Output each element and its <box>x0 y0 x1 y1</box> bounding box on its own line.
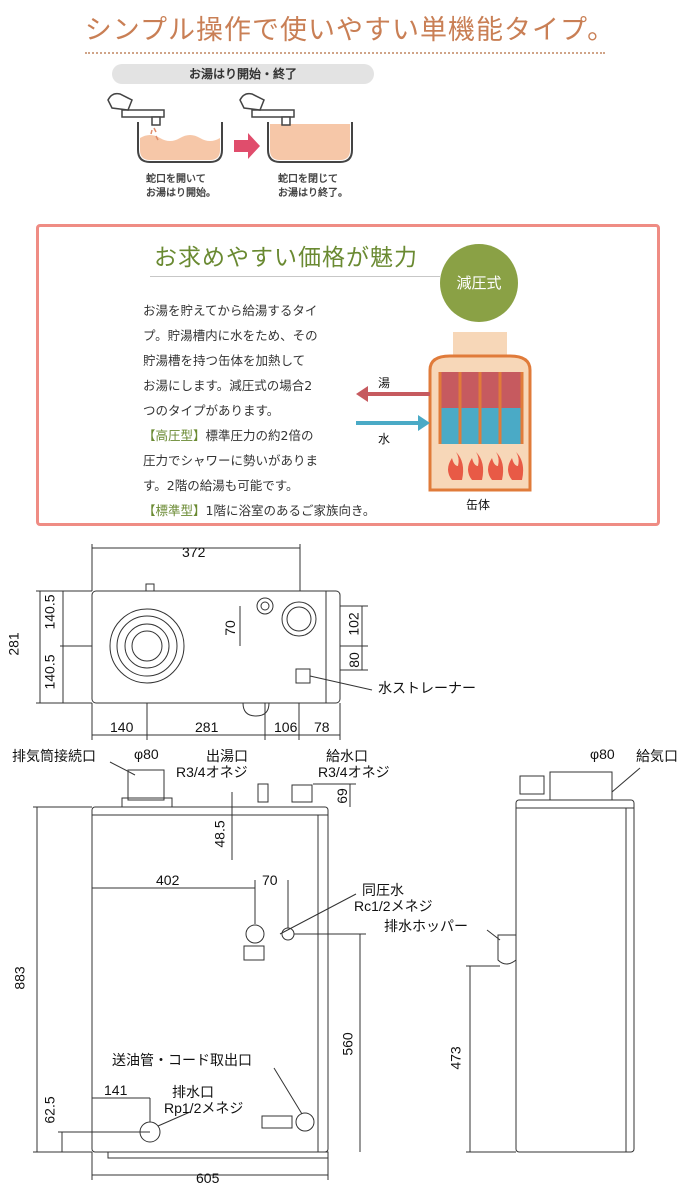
feature-text: お湯を貯えてから給湯するタイ プ。貯湯槽内に水をため、その 貯湯槽を持つ缶体を加… <box>143 298 413 523</box>
water-in-label: 給水口 <box>326 748 368 764</box>
text-line: つのタイプがあります。 <box>143 403 280 418</box>
text-line: 貯湯槽を持つ缶体を加熱して <box>143 353 306 368</box>
flame-icon <box>448 452 524 480</box>
dim-102: 102 <box>345 612 362 636</box>
hot-label: 湯 <box>378 376 391 390</box>
dim-140-b: 140.5 <box>41 654 58 690</box>
dim-605: 605 <box>196 1170 220 1186</box>
dim-402: 402 <box>156 872 180 888</box>
dim-141: 141 <box>104 1082 128 1098</box>
dim-372: 372 <box>182 544 206 560</box>
drain-label: 排水口 <box>172 1084 214 1100</box>
phi80-front: φ80 <box>134 746 159 762</box>
high-line: 圧力でシャワーに勢いがありま <box>143 453 319 468</box>
badge-reduced-pressure: 減圧式 <box>440 244 518 322</box>
hot-out-label: 出湯口 <box>206 748 248 764</box>
text-line: プ。貯湯槽内に水をため、その <box>143 328 318 343</box>
high-line: 標準圧力の約2倍の <box>205 428 314 443</box>
feature-box <box>36 224 660 526</box>
dim-62: 62.5 <box>41 1096 58 1124</box>
dim-140-h: 140 <box>110 719 134 735</box>
strainer-label: 水ストレーナー <box>378 680 476 696</box>
dim-281-h: 281 <box>195 719 219 735</box>
heading-underline <box>150 276 440 277</box>
cold-label: 水 <box>378 432 391 446</box>
cord-label: 送油管・コード取出口 <box>112 1052 252 1068</box>
water-in-thread: R3/4オネジ <box>318 764 390 780</box>
phi80-side: φ80 <box>590 746 615 762</box>
standard-tag: 【標準型】 <box>143 503 206 518</box>
operation-label: お湯はり開始・終了 <box>112 64 374 84</box>
dim-106: 106 <box>274 719 298 735</box>
bathtub-empty-icon <box>107 92 223 163</box>
dim-883: 883 <box>11 966 28 990</box>
step2-line2: お湯はり終了。 <box>278 188 348 199</box>
air-in-label: 給気口 <box>636 748 678 764</box>
dim-473: 473 <box>447 1046 464 1070</box>
dim-69: 69 <box>333 788 350 804</box>
page-title: シンプル操作で使いやすい単機能タイプ。 <box>84 15 616 46</box>
dim-560: 560 <box>339 1032 356 1056</box>
dim-48: 48.5 <box>211 820 228 848</box>
step1-line2: お湯はり開始。 <box>146 188 216 199</box>
dim-70-top: 70 <box>221 620 238 636</box>
hot-out-thread: R3/4オネジ <box>176 764 248 780</box>
tank-diagram <box>356 332 532 492</box>
text-line: お湯を貯えてから給湯するタイ <box>143 303 318 318</box>
title-divider <box>85 52 605 54</box>
front-view-drawing <box>33 761 366 1180</box>
side-view-drawing <box>466 767 641 1153</box>
exhaust-label: 排気筒接続口 <box>12 748 96 764</box>
high-pressure-tag: 【高圧型】 <box>143 428 206 443</box>
arrow-right-icon <box>234 133 260 159</box>
dim-80: 80 <box>345 652 362 668</box>
text-line: お湯にします。減圧式の場合2 <box>143 378 313 393</box>
dim-140-a: 140.5 <box>41 594 58 630</box>
dim-281-v: 281 <box>5 632 22 656</box>
body-label: 缶体 <box>466 498 491 512</box>
press-valve-label: 同圧水 <box>362 882 404 898</box>
feature-heading: お求めやすい価格が魅力 <box>154 245 418 271</box>
press-thread: Rc1/2メネジ <box>354 898 433 914</box>
high-line: す。2階の給湯も可能です。 <box>143 478 299 493</box>
standard-text: 1階に浴室のあるご家族向き。 <box>205 503 376 518</box>
bathtub-full-icon <box>239 92 353 163</box>
step1-line1: 蛇口を開いて <box>146 174 206 185</box>
dim-70-front: 70 <box>262 872 278 888</box>
drain-thread: Rp1/2メネジ <box>164 1100 244 1116</box>
step2-line1: 蛇口を閉じて <box>278 174 338 185</box>
top-view-drawing <box>36 544 373 740</box>
dim-78: 78 <box>314 719 330 735</box>
hopper-label: 排水ホッパー <box>384 918 468 934</box>
